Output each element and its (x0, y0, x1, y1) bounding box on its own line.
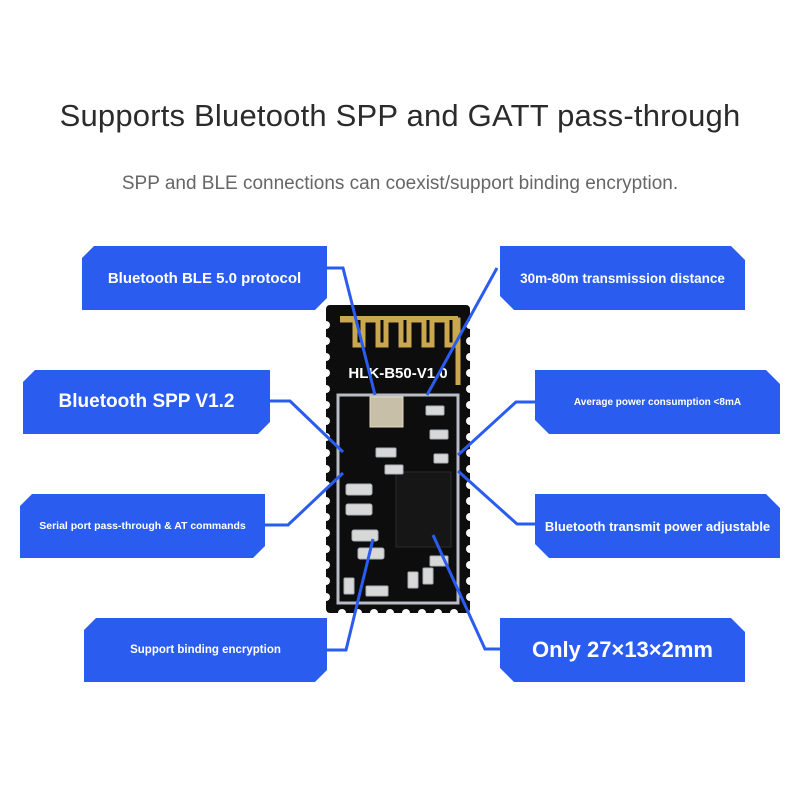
page-title: Supports Bluetooth SPP and GATT pass-thr… (59, 98, 741, 133)
connector-tx-power (456, 469, 537, 526)
connector-power (456, 400, 537, 457)
feature-spp-version: Bluetooth SPP V1.2 (23, 370, 270, 434)
module-silkscreen: HLK-B50-V1.0 (348, 365, 447, 382)
feature-module-size: Only 27×13×2mm (500, 618, 745, 682)
feature-transmit-power-text: Bluetooth transmit power adjustable (544, 518, 771, 534)
antenna-trace (340, 317, 461, 385)
feature-binding-encryption-text: Support binding encryption (130, 644, 281, 656)
connector-spp (270, 399, 345, 454)
feature-transmit-power: Bluetooth transmit power adjustable (535, 494, 780, 558)
feature-module-size-text: Only 27×13×2mm (531, 637, 713, 662)
feature-binding-encryption: Support binding encryption (84, 618, 327, 682)
feature-power-consumption: Average power consumption <8mA (535, 370, 780, 434)
feature-transmission-distance-text: 30m-80m transmission distance (520, 270, 725, 286)
feature-serial-passthrough-text: Serial port pass-through & AT commands (39, 520, 246, 532)
connector-distance (425, 267, 499, 396)
feature-ble-protocol: Bluetooth BLE 5.0 protocol (82, 246, 327, 310)
feature-spp-version-text: Bluetooth SPP V1.2 (58, 391, 235, 412)
connector-serial (265, 471, 345, 527)
connector-lines (265, 266, 537, 652)
feature-power-consumption-text: Average power consumption <8mA (573, 396, 742, 408)
feature-transmission-distance: 30m-80m transmission distance (500, 246, 745, 310)
page-subtitle: SPP and BLE connections can coexist/supp… (121, 173, 679, 194)
feature-serial-passthrough: Serial port pass-through & AT commands (20, 494, 265, 558)
connector-size (431, 534, 500, 651)
connector-binding (327, 538, 375, 652)
feature-ble-protocol-text: Bluetooth BLE 5.0 protocol (107, 269, 302, 287)
